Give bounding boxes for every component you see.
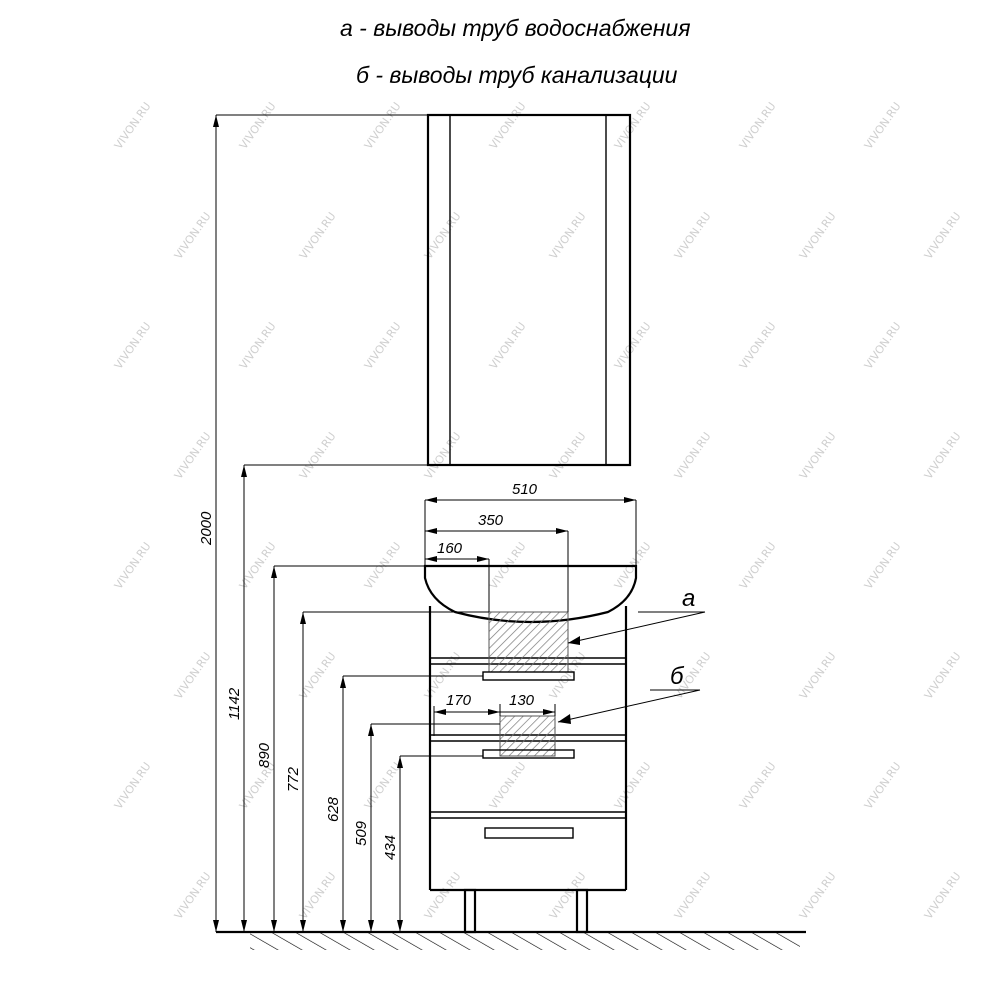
watermark-text: VIVON.RU (547, 870, 589, 922)
watermark-text: VIVON.RU (922, 870, 964, 922)
watermark-text: VIVON.RU (612, 760, 654, 812)
mirror-cabinet (426, 113, 632, 467)
water-outlet-zone (482, 611, 575, 681)
watermark-text: VIVON.RU (797, 870, 839, 922)
dim-width-160: 160 (437, 540, 463, 557)
dim-height-772: 772 (285, 766, 302, 792)
callout-arrow-sewer (558, 714, 571, 724)
watermark-text: VIVON.RU (862, 760, 904, 812)
watermark-text: VIVON.RU (172, 870, 214, 922)
watermark-text: VIVON.RU (362, 100, 404, 152)
watermark-text: VIVON.RU (737, 320, 779, 372)
callout-leader-sewer (557, 689, 701, 723)
watermark-text: VIVON.RU (862, 320, 904, 372)
watermark-text: VIVON.RU (237, 320, 279, 372)
watermark-text: VIVON.RU (797, 430, 839, 482)
watermark-text: VIVON.RU (422, 870, 464, 922)
watermark-text: VIVON.RU (172, 210, 214, 262)
dim-height-2000: 2000 (198, 511, 215, 546)
watermark-text: VIVON.RU (737, 100, 779, 152)
watermark-text: VIVON.RU (172, 430, 214, 482)
watermark-text: VIVON.RU (922, 650, 964, 702)
watermark-text: VIVON.RU (922, 430, 964, 482)
dim-height-890: 890 (256, 742, 273, 768)
watermark-text: VIVON.RU (862, 540, 904, 592)
dim-width-170: 170 (446, 692, 472, 709)
sewer-outlet-zone (482, 715, 575, 759)
left-leg (463, 888, 477, 934)
watermark-text: VIVON.RU (297, 210, 339, 262)
watermark-text: VIVON.RU (112, 320, 154, 372)
watermark-text: VIVON.RU (112, 100, 154, 152)
drawer-handle (484, 827, 574, 839)
vertical-dimensions: 2000 1142 890 772 628 509 (198, 114, 500, 932)
watermark-text: VIVON.RU (797, 650, 839, 702)
right-leg (575, 888, 589, 934)
dim-height-434: 434 (382, 835, 399, 860)
callout-leader-water (567, 611, 706, 644)
watermark-text: VIVON.RU (672, 210, 714, 262)
watermark-text: VIVON.RU (237, 540, 279, 592)
dim-width-510: 510 (512, 481, 538, 498)
watermark-text: VIVON.RU (487, 100, 529, 152)
watermark-text: VIVON.RU (737, 540, 779, 592)
watermark-text: VIVON.RU (862, 100, 904, 152)
watermark-text: VIVON.RU (547, 430, 589, 482)
watermark-text: VIVON.RU (297, 430, 339, 482)
watermark-text: VIVON.RU (612, 320, 654, 372)
watermark-text: VIVON.RU (547, 210, 589, 262)
callout-arrow-water (568, 636, 580, 645)
watermark-text: VIVON.RU (362, 320, 404, 372)
watermark-text: VIVON.RU (672, 430, 714, 482)
dim-width-130: 130 (509, 692, 535, 709)
watermark-text: VIVON.RU (237, 100, 279, 152)
watermark-text: VIVON.RU (172, 650, 214, 702)
watermark-text: VIVON.RU (737, 760, 779, 812)
callout-label-sewer: б (670, 663, 685, 690)
dim-height-1142: 1142 (226, 687, 243, 720)
dim-height-509: 509 (353, 820, 370, 846)
callout-label-water: а (682, 585, 695, 612)
legend-sewer-pipes: б - выводы труб канализации (356, 62, 678, 88)
watermark-text: VIVON.RU (112, 540, 154, 592)
dim-width-350: 350 (478, 512, 504, 529)
floor-line (216, 930, 806, 950)
watermark-text: VIVON.RU (487, 760, 529, 812)
watermark-text: VIVON.RU (487, 320, 529, 372)
watermark-text: VIVON.RU (922, 210, 964, 262)
watermark-text: VIVON.RU (672, 870, 714, 922)
dim-height-628: 628 (325, 796, 342, 822)
legend-water-pipes: а - выводы труб водоснабжения (340, 15, 691, 41)
watermark-text: VIVON.RU (612, 100, 654, 152)
watermark-layer: VIVON.RU VIVON.RU VIVON.RU VIVON.RU VIVON.RU… (112, 100, 964, 922)
horizontal-dimensions: 510 350 160 170 130 (424, 481, 637, 736)
watermark-text: VIVON.RU (112, 760, 154, 812)
watermark-text: VIVON.RU (797, 210, 839, 262)
